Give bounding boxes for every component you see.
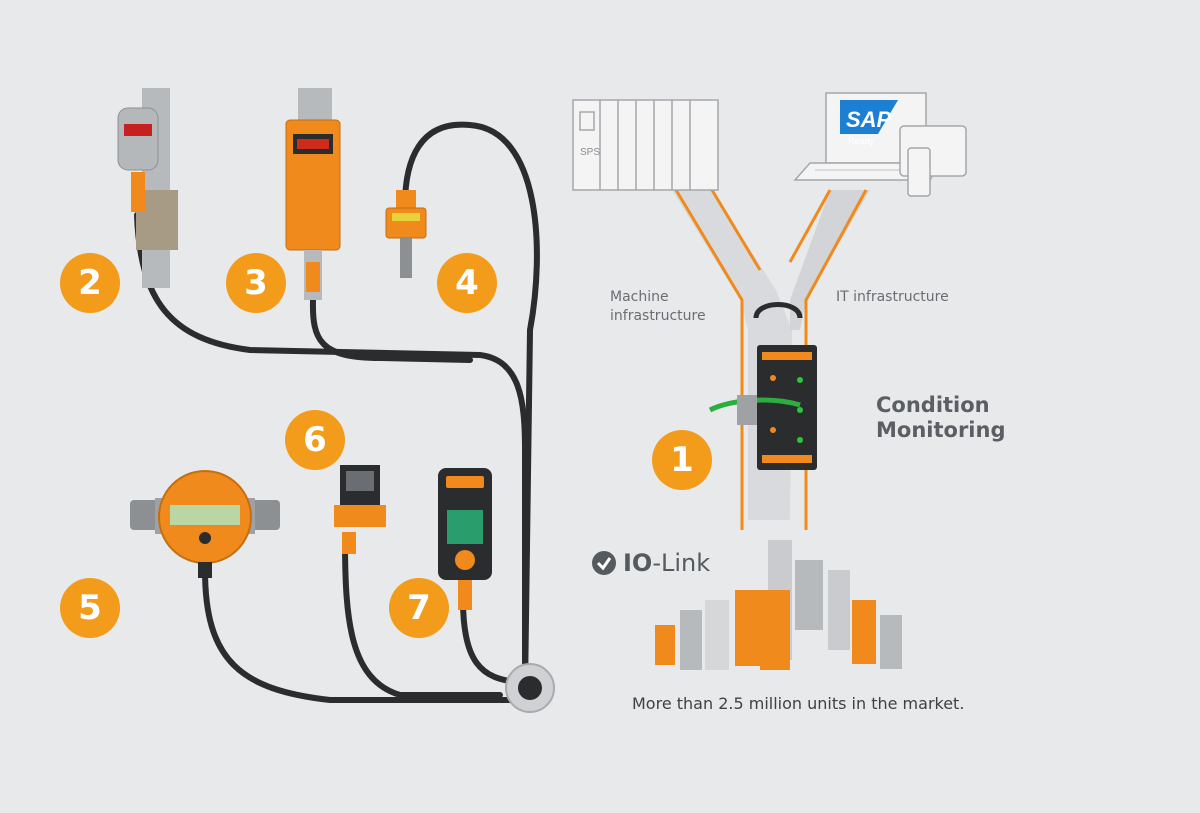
device-5-display xyxy=(130,470,280,578)
iolink-bold: IO xyxy=(623,549,653,577)
sap-ready-text: Ready xyxy=(848,136,875,146)
sap-logo-text: SAP xyxy=(846,107,892,132)
tablet-icon xyxy=(899,125,967,197)
badge-2: 2 xyxy=(60,253,120,313)
iolink-logo: IO-Link xyxy=(591,549,710,577)
it-infrastructure-label: IT infrastructure xyxy=(836,289,949,305)
badge-3: 3 xyxy=(226,253,286,313)
sps-label: SPS xyxy=(580,147,601,158)
sps-plc-icon xyxy=(572,99,719,191)
badge-5: 5 xyxy=(60,578,120,638)
badge-6: 6 xyxy=(285,410,345,470)
iolink-symbol-icon xyxy=(592,551,616,575)
machine-line2: infrastructure xyxy=(610,308,706,324)
device-6-module xyxy=(334,465,386,554)
badge-7: 7 xyxy=(389,578,449,638)
monitoring-line: Monitoring xyxy=(876,418,1006,442)
product-family xyxy=(655,540,902,670)
condition-line: Condition xyxy=(876,393,990,417)
device-2-flow-sensor xyxy=(117,88,178,288)
market-statement: More than 2.5 million units in the marke… xyxy=(632,694,965,713)
iolink-regular: -Link xyxy=(652,549,711,577)
device-7-handheld xyxy=(438,468,492,610)
device-3-flow-sensor xyxy=(285,88,341,300)
device-4-sensor xyxy=(385,190,427,278)
device-1-iolink-master xyxy=(708,302,817,470)
machine-line1: Machine xyxy=(610,289,669,305)
machine-infrastructure-label: Machine infrastructure xyxy=(610,288,706,326)
condition-monitoring-title: Condition Monitoring xyxy=(876,393,1005,443)
iolink-wordmark: IO-Link xyxy=(623,549,710,577)
badge-1: 1 xyxy=(652,430,712,490)
badge-4: 4 xyxy=(437,253,497,313)
